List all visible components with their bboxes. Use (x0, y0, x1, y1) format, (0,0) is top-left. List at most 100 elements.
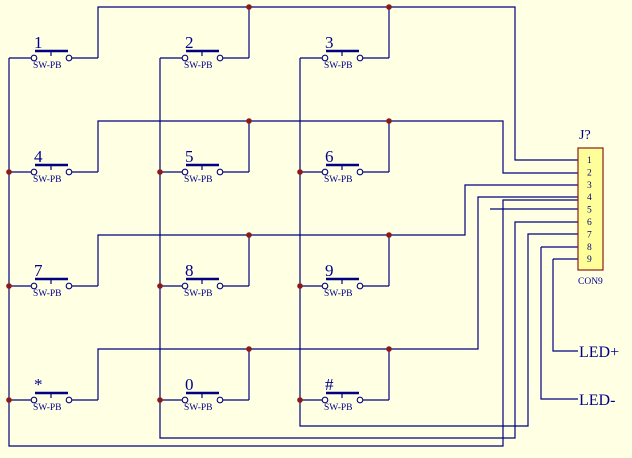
connector-pin-number: 4 (587, 193, 592, 203)
switch-contact-right (65, 54, 73, 62)
switch-contact-left (321, 168, 329, 176)
switch-10: *SW-PB (30, 375, 73, 413)
switch-stubs (9, 57, 389, 401)
switch-contact-left (30, 282, 38, 290)
row-wire-4 (97, 196, 578, 400)
switch-part-label: SW-PB (184, 289, 213, 299)
switch-key-label: 5 (185, 147, 194, 166)
led-minus-label: LED- (579, 392, 615, 409)
junction-dot (246, 232, 252, 238)
junction-dot (157, 283, 163, 289)
junction-dot (297, 397, 303, 403)
switch-part-label: SW-PB (324, 289, 353, 299)
junction-dot (246, 346, 252, 352)
switch-part-label: SW-PB (33, 289, 62, 299)
switch-contact-right (65, 168, 73, 176)
switch-contact-left (30, 168, 38, 176)
column-wire-2 (159, 58, 578, 439)
switch-contact-left (181, 282, 189, 290)
switch-part-label: SW-PB (184, 175, 213, 185)
switch-contact-left (321, 396, 329, 404)
connector-body (577, 147, 604, 271)
switch-part-label: SW-PB (184, 61, 213, 71)
wires (8, 6, 578, 447)
switch-key-label: 0 (185, 375, 194, 394)
switch-3: 3SW-PB (321, 33, 364, 71)
connector-pin-number: 5 (587, 206, 592, 216)
switch-key-label: 9 (325, 261, 334, 280)
switch-contact-left (30, 396, 38, 404)
switch-contact-left (181, 168, 189, 176)
row-wire-2 (97, 120, 578, 174)
junctions (6, 4, 392, 403)
junction-dot (386, 4, 392, 10)
led-plus-wire (552, 259, 578, 352)
switches: 1SW-PB2SW-PB3SW-PB4SW-PB5SW-PB6SW-PB7SW-… (30, 33, 364, 413)
junction-dot (386, 346, 392, 352)
switch-contact-right (216, 54, 224, 62)
connector-pin-number: 6 (587, 218, 592, 228)
column-wire-1 (8, 58, 578, 447)
switch-contact-right (356, 282, 364, 290)
switch-6: 6SW-PB (321, 147, 364, 185)
switch-contact-left (181, 54, 189, 62)
junction-dot (6, 397, 12, 403)
connector-value: CON9 (578, 277, 603, 287)
switch-1: 1SW-PB (30, 33, 73, 71)
switch-11: 0SW-PB (181, 375, 224, 413)
switch-contact-right (216, 396, 224, 404)
switch-contact-right (356, 396, 364, 404)
switch-key-label: 3 (325, 33, 334, 52)
switch-5: 5SW-PB (181, 147, 224, 185)
led-minus-wire (540, 247, 578, 400)
switch-key-label: 7 (34, 261, 43, 280)
connector-pin-number: 1 (587, 156, 592, 166)
switch-contact-left (181, 396, 189, 404)
switch-contact-right (356, 54, 364, 62)
switch-contact-right (216, 168, 224, 176)
switch-key-label: 8 (185, 261, 194, 280)
junction-dot (157, 397, 163, 403)
switch-7: 7SW-PB (30, 261, 73, 299)
junction-dot (6, 169, 12, 175)
connector-pin-number: 7 (587, 230, 592, 240)
connector-ref: J? (579, 128, 591, 143)
connector-pin-number: 8 (587, 243, 592, 253)
switch-part-label: SW-PB (184, 403, 213, 413)
switch-key-label: # (325, 375, 334, 394)
junction-dot (6, 283, 12, 289)
junction-dot (297, 169, 303, 175)
switch-key-label: 1 (34, 33, 43, 52)
column-wire-3 (299, 58, 578, 427)
switch-key-label: * (34, 375, 43, 394)
led-plus-label: LED+ (579, 344, 619, 361)
switch-4: 4SW-PB (30, 147, 73, 185)
switch-key-label: 6 (325, 147, 334, 166)
junction-dot (246, 118, 252, 124)
switch-12: # SW-PB (321, 375, 364, 413)
switch-part-label: SW-PB (324, 403, 353, 413)
switch-part-label: SW-PB (33, 61, 62, 71)
junction-dot (297, 283, 303, 289)
switch-contact-right (65, 282, 73, 290)
switch-contact-left (30, 54, 38, 62)
switch-8: 8SW-PB (181, 261, 224, 299)
row-wire-3 (97, 184, 578, 286)
junction-dot (157, 169, 163, 175)
connector-pin-number: 3 (587, 181, 592, 191)
switch-contact-left (321, 54, 329, 62)
junction-dot (386, 118, 392, 124)
row-wire-1 (97, 6, 578, 161)
switch-contact-right (356, 168, 364, 176)
junction-dot (246, 4, 252, 10)
switch-part-label: SW-PB (324, 175, 353, 185)
switch-key-label: 2 (185, 33, 194, 52)
switch-contact-right (65, 396, 73, 404)
switch-contact-right (216, 282, 224, 290)
switch-part-label: SW-PB (33, 175, 62, 185)
switch-key-label: 4 (34, 147, 43, 166)
switch-2: 2SW-PB (181, 33, 224, 71)
